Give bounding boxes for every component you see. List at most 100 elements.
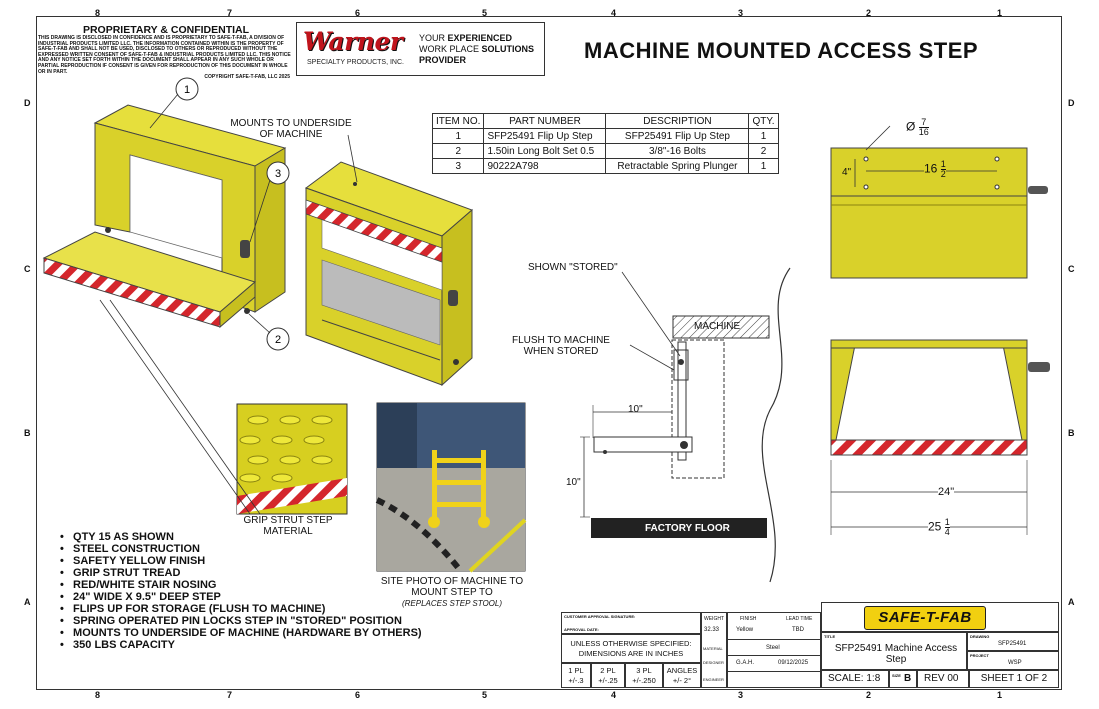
bom-row: 3 90222A798 Retractable Spring Plunger 1 [431, 158, 779, 174]
zone-bottom-7: 7 [227, 690, 233, 700]
warner-block: Warner SPECIALTY PRODUCTS, INC. YOUR EXP… [296, 22, 545, 76]
tb-col-values: FINISH Yellow LEAD TIME TBD Steel G.A.H.… [727, 612, 822, 688]
zone-bottom-1: 1 [997, 690, 1003, 700]
tb-dims-text: DIMENSIONS ARE IN INCHES [578, 649, 684, 658]
balloon-3: 3 [249, 161, 290, 243]
label-grip-1: GRIP STRUT STEP [243, 515, 333, 526]
tb-rev: REV 00 [917, 670, 969, 688]
zone-top-5: 5 [482, 8, 488, 18]
dia-den: 16 [918, 127, 929, 137]
label-photo-1: SITE PHOTO OF MACHINE TO [380, 576, 524, 587]
tb-divider [728, 671, 822, 672]
note-item: • GRIP STRUT TREAD [60, 567, 181, 579]
zone-bottom-5: 5 [482, 690, 488, 700]
title-block: CUSTOMER APPROVAL SIGNATURE: APPROVAL DA… [561, 602, 1061, 688]
tol-h: 2 PL [600, 666, 616, 675]
dim-25-whole: 25 [928, 519, 942, 534]
zone-bottom-8: 8 [95, 690, 101, 700]
tb-tol-3pl: 3 PL+/-.250 [625, 663, 663, 688]
tol-v: +/-.3 [568, 676, 584, 685]
label-mounts-2: OF MACHINE [259, 129, 323, 140]
bom-cell: 1 [748, 158, 779, 174]
note-item: • STEEL CONSTRUCTION [60, 543, 200, 555]
dim-4: 4" [842, 167, 852, 178]
tb-finish-v: Yellow [736, 627, 754, 633]
proprietary-title: PROPRIETARY & CONFIDENTIAL [82, 24, 250, 36]
note-text: 350 LBS CAPACITY [73, 639, 175, 651]
zone-top-6: 6 [355, 8, 361, 18]
note-item: • FLIPS UP FOR STORAGE (FLUSH TO MACHINE… [60, 603, 326, 615]
tb-tolerances: 1 PL+/-.3 2 PL+/-.25 3 PL+/-.250 ANGLES+… [561, 663, 701, 688]
tb-approval: CUSTOMER APPROVAL SIGNATURE: APPROVAL DA… [561, 612, 701, 634]
tb-lead-h: LEAD TIME [786, 616, 813, 622]
label-mounts: MOUNTS TO UNDERSIDE OF MACHINE [226, 118, 356, 140]
tb-col-labels: WEIGHT 32.33 MATERIAL DESIGNER ENGINEER [701, 612, 727, 688]
dim-25-num: 1 [944, 517, 950, 528]
bom-cell: 3 [431, 158, 485, 174]
page-title: MACHINE MOUNTED ACCESS STEP [584, 38, 979, 63]
label-site-photo: SITE PHOTO OF MACHINE TO MOUNT STEP TO (… [374, 576, 530, 609]
note-item: • RED/WHITE STAIR NOSING [60, 579, 217, 591]
tb-lead-v: TBD [792, 627, 804, 633]
label-shown-stored: SHOWN "STORED" [528, 262, 618, 273]
dim-24: 24" [938, 486, 955, 498]
warner-logo-text: Warner [303, 27, 403, 56]
label-flush-2: WHEN STORED [523, 346, 599, 357]
note-text: FLIPS UP FOR STORAGE (FLUSH TO MACHINE) [73, 603, 326, 615]
note-text: SPRING OPERATED PIN LOCKS STEP IN "STORE… [73, 615, 402, 627]
tb-scale: SCALE: 1:8 [821, 670, 889, 688]
zone-top-7: 7 [227, 8, 233, 18]
tb-size-v: B [904, 673, 912, 684]
tol-h: ANGLES [666, 666, 698, 675]
site-photo [375, 402, 527, 573]
copyright: COPYRIGHT SAFE-T-FAB, LLC 2025 [204, 74, 290, 81]
zone-top-2: 2 [866, 8, 872, 18]
zone-bottom-6: 6 [355, 690, 361, 700]
note-item: • 350 LBS CAPACITY [60, 639, 175, 651]
dim-10-horizontal: 10" [628, 404, 643, 415]
tol-v: +/- 2° [672, 676, 692, 685]
dim-25-quarter: 25 1 4 [928, 518, 950, 537]
balloon-3-text: 3 [275, 168, 281, 180]
tb-approval-date: APPROVAL DATE: [564, 627, 599, 632]
warner-sub: SPECIALTY PRODUCTS, INC. [307, 59, 404, 66]
note-text: RED/WHITE STAIR NOSING [73, 579, 217, 591]
proprietary-text: THIS DRAWING IS DISCLOSED IN CONFIDENCE … [38, 35, 291, 75]
tb-drawing-v: SFP25491 [998, 641, 1027, 647]
note-item: • MOUNTS TO UNDERSIDE OF MACHINE (HARDWA… [60, 627, 422, 639]
tb-designer-v: G.A.H. [736, 660, 755, 666]
tb-divider [728, 639, 822, 640]
front-view-top [830, 125, 1048, 279]
zone-top-8: 8 [95, 8, 101, 18]
note-item: • SAFETY YELLOW FINISH [60, 555, 206, 567]
tb-sheet: SHEET 1 OF 2 [969, 670, 1059, 688]
tb-date-v: 09/12/2025 [778, 660, 809, 666]
note-text: STEEL CONSTRUCTION [73, 543, 200, 555]
tb-size-cell: SIZE B [889, 670, 917, 688]
tb-project-v: WSP [1008, 660, 1022, 666]
tb-customer-approval: CUSTOMER APPROVAL SIGNATURE: [564, 614, 636, 619]
tb-designer-h: DESIGNER [703, 660, 724, 665]
zone-top-3: 3 [738, 8, 744, 18]
tb-drawing-h: DRAWING [970, 634, 990, 639]
iso-view-stored [304, 161, 473, 387]
note-text: GRIP STRUT TREAD [73, 567, 181, 579]
warner-tagline: YOUR EXPERIENCED WORK PLACE SOLUTIONS PR… [419, 33, 534, 66]
tagline-1b: EXPERIENCED [447, 33, 513, 43]
zone-bottom-4: 4 [611, 690, 617, 700]
notes-list: • QTY 15 AS SHOWN • STEEL CONSTRUCTION •… [60, 531, 422, 651]
zone-right-b: B [1068, 428, 1075, 438]
tagline-3: PROVIDER [419, 55, 467, 65]
zone-bottom-2: 2 [866, 690, 872, 700]
label-flush-1: FLUSH TO MACHINE [512, 335, 610, 346]
tb-unless-text: UNLESS OTHERWISE SPECIFIED: [570, 639, 692, 648]
zone-left-d: D [24, 98, 31, 108]
tb-divider [728, 655, 822, 656]
tb-project-h: PROJECT [970, 653, 989, 658]
tol-v: +/-.250 [632, 676, 656, 685]
tb-drawing-cell: DRAWING SFP25491 [967, 632, 1059, 651]
tol-h: 3 PL [636, 666, 652, 675]
label-machine: MACHINE [694, 321, 741, 332]
zone-left-b: B [24, 428, 31, 438]
